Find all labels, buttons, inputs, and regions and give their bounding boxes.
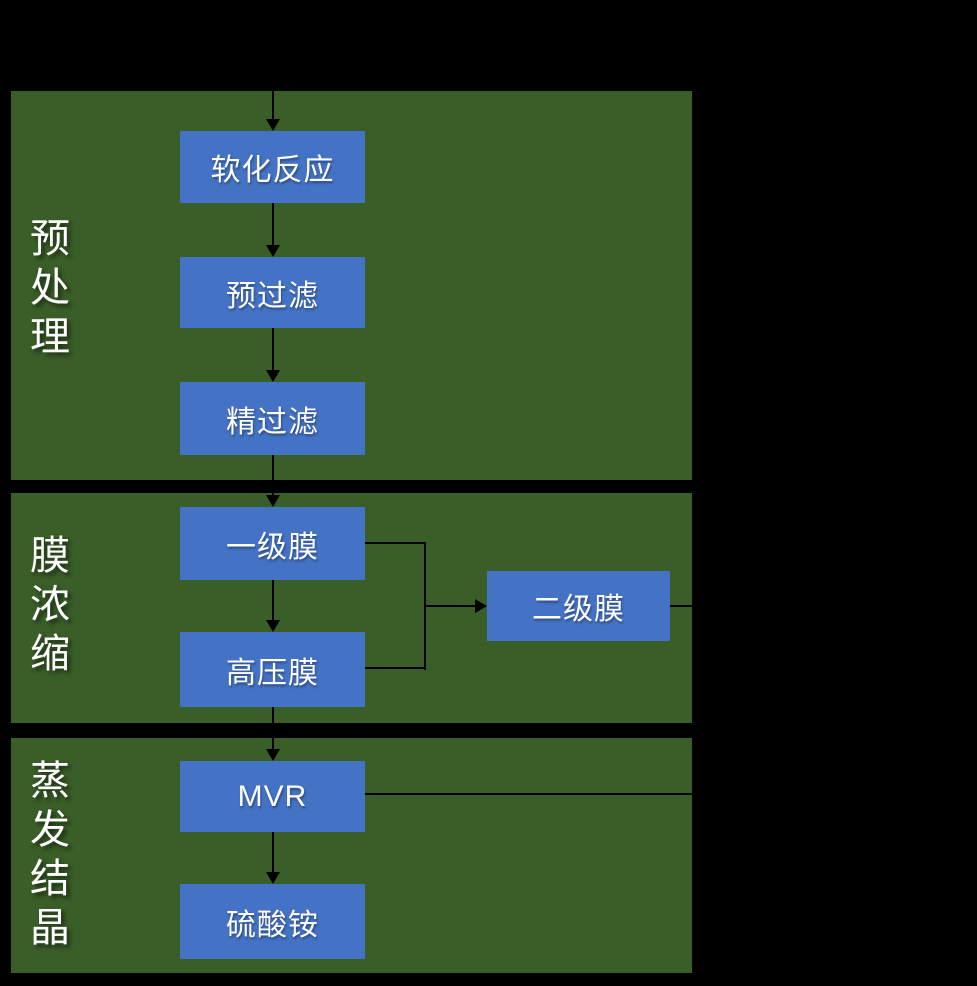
node-fine-filtration: 精过滤 <box>180 382 365 455</box>
node-high-pressure-membrane: 高压膜 <box>180 632 365 707</box>
section-label-evaporation-crystallization: 蒸发结晶 <box>24 759 68 955</box>
arrowhead-into-soften <box>266 119 280 131</box>
arrowhead-into-ammonium <box>266 872 280 884</box>
arrowhead-into-finefilter <box>266 370 280 382</box>
arrowhead-into-membrane1 <box>266 495 280 507</box>
node-prefiltration: 预过滤 <box>180 257 365 328</box>
arrowhead-into-prefilter <box>266 245 280 257</box>
connector-soften-prefilter <box>272 203 274 247</box>
connector-membrane1-branch <box>365 542 426 544</box>
connector-finefilter-membrane1 <box>272 455 274 497</box>
arrowhead-into-membrane2 <box>475 599 487 613</box>
node-mvr: MVR <box>180 761 365 832</box>
connector-mvr-outlet <box>365 793 977 795</box>
node-softening-reaction: 软化反应 <box>180 131 365 203</box>
arrowhead-into-mvr <box>266 749 280 761</box>
node-stage1-membrane: 一级膜 <box>180 507 365 580</box>
connector-prefilter-finefilter <box>272 328 274 372</box>
connector-membrane1-highpressure <box>272 580 274 622</box>
section-label-pretreatment: 预处理 <box>24 217 68 364</box>
connector-mvr-ammonium <box>272 832 274 874</box>
section-label-membrane-concentration: 膜浓缩 <box>24 534 68 681</box>
connector-highpressure-branch <box>365 667 426 669</box>
arrowhead-into-highpressure <box>266 620 280 632</box>
node-stage2-membrane: 二级膜 <box>487 571 670 641</box>
connector-branch-membrane2 <box>425 605 476 607</box>
connector-membrane2-outlet <box>670 605 977 607</box>
connector-inlet-line <box>272 0 274 120</box>
node-ammonium-sulfate: 硫酸铵 <box>180 884 365 959</box>
connector-highpressure-mvr <box>272 707 274 751</box>
